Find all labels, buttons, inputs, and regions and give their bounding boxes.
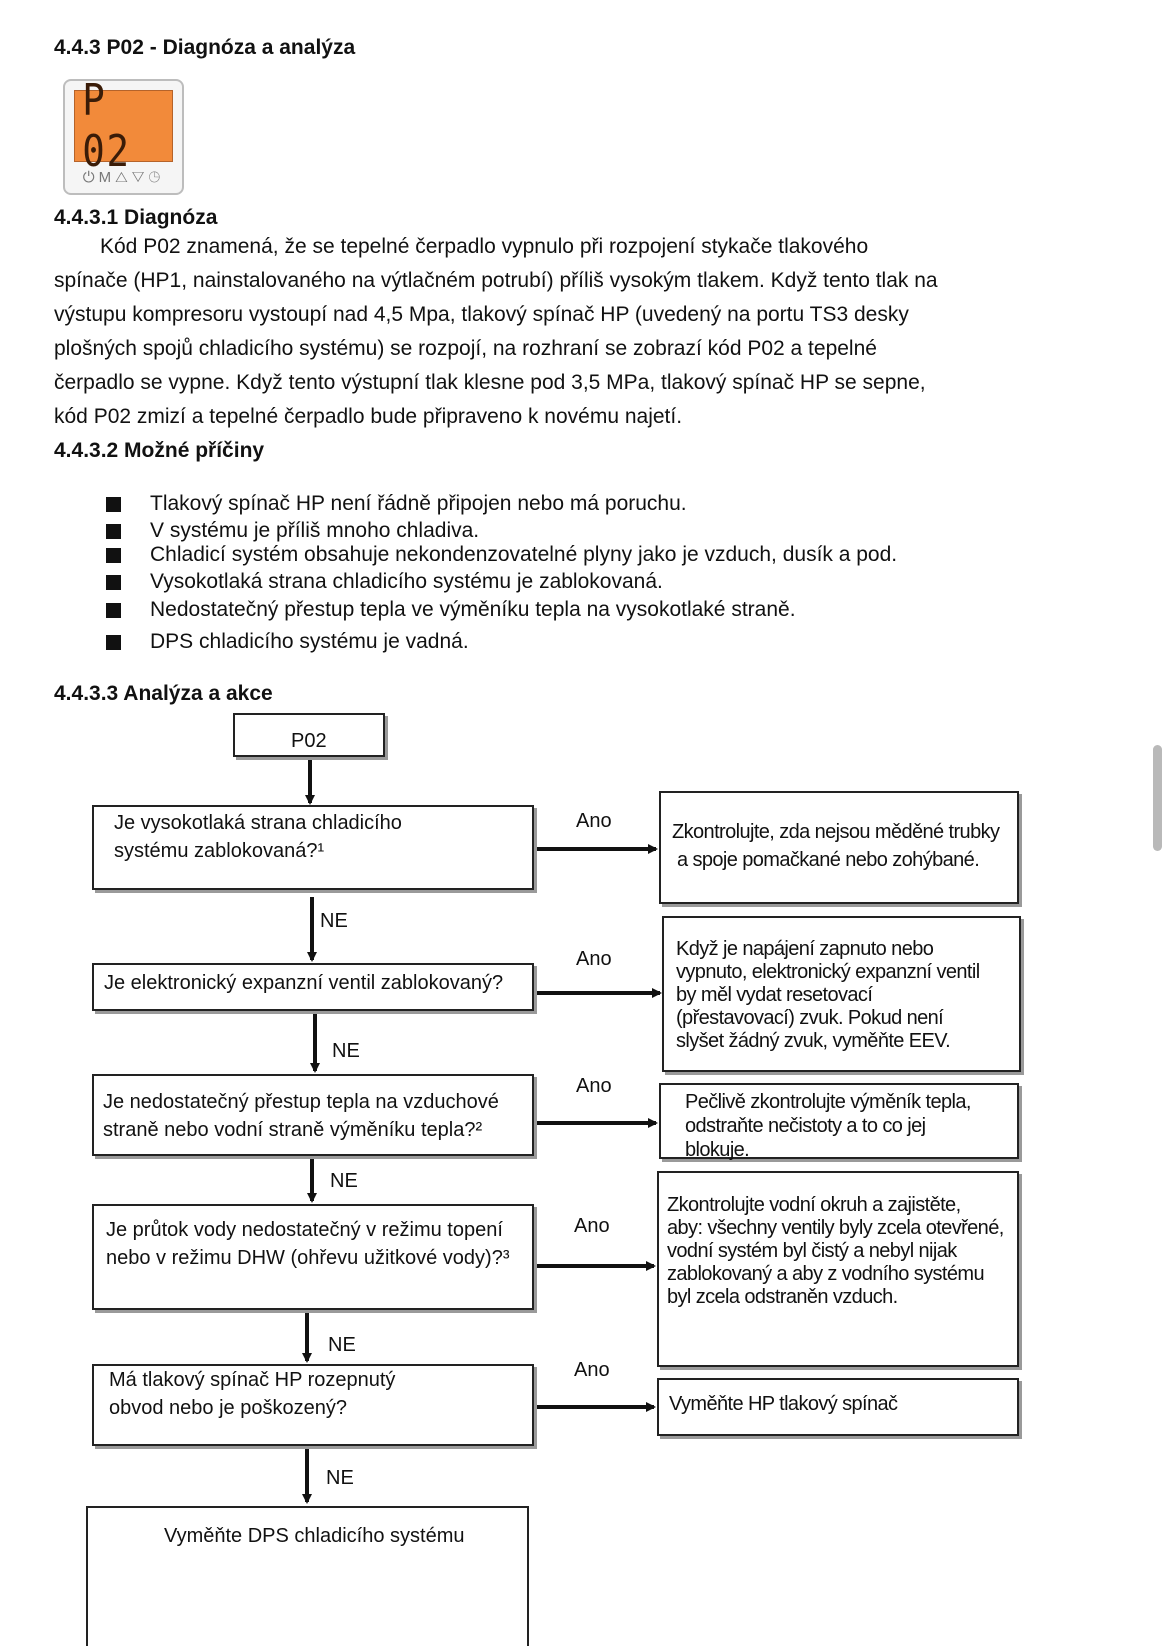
question-box bbox=[92, 1364, 534, 1446]
no-label: NE bbox=[328, 1334, 356, 1356]
action-box bbox=[659, 791, 1019, 904]
bullet-icon bbox=[106, 524, 121, 539]
flow-start-box bbox=[233, 713, 385, 757]
question-text: straně nebo vodní straně výměníku tepla?… bbox=[103, 1119, 483, 1141]
bullet-icon bbox=[106, 575, 121, 590]
question-box bbox=[92, 963, 534, 1011]
causes-title: 4.4.3.2 Možné příčiny bbox=[54, 439, 265, 462]
flow-start-label: P02 bbox=[291, 730, 327, 752]
action-text: blokuje. bbox=[685, 1139, 750, 1161]
action-text: aby: všechny ventily byly zcela otevřené… bbox=[667, 1217, 1004, 1239]
yes-label: Ano bbox=[576, 810, 612, 832]
action-text: Vyměňte HP tlakový spínač bbox=[669, 1393, 898, 1415]
bullet-icon bbox=[106, 635, 121, 650]
diagnosis-line: spínače (HP1, nainstalovaného na výtlačn… bbox=[54, 269, 938, 292]
question-box bbox=[92, 805, 534, 890]
diagnosis-line: výstupu kompresoru vystoupí nad 4,5 Mpa,… bbox=[54, 303, 909, 326]
yes-label: Ano bbox=[576, 1075, 612, 1097]
analysis-title: 4.4.3.3 Analýza a akce bbox=[54, 682, 273, 705]
action-box bbox=[659, 1083, 1019, 1159]
yes-label: Ano bbox=[574, 1359, 610, 1381]
diagnosis-line: kód P02 zmizí a tepelné čerpadlo bude př… bbox=[54, 405, 683, 428]
action-text: Zkontrolujte, zda nejsou měděné trubky bbox=[672, 821, 1000, 843]
action-box bbox=[657, 1171, 1019, 1367]
question-text: systému zablokovaná?¹ bbox=[114, 840, 325, 862]
section-title: 4.4.3 P02 - Diagnóza a analýza bbox=[54, 36, 356, 59]
bullet-icon bbox=[106, 497, 121, 512]
thermostat-display: P 02 ⏻M△▽◷ bbox=[63, 75, 184, 195]
no-label: NE bbox=[330, 1170, 358, 1192]
question-box bbox=[92, 1204, 534, 1310]
action-text: vypnuto, elektronický expanzní ventil bbox=[676, 961, 980, 983]
device-button-icons: ⏻M△▽◷ bbox=[82, 169, 165, 186]
action-text: a spoje pomačkané nebo zohýbané. bbox=[677, 849, 980, 871]
question-text: obvod nebo je poškozený? bbox=[109, 1397, 347, 1419]
yes-label: Ano bbox=[576, 948, 612, 970]
error-code-display: P 02 bbox=[82, 75, 131, 177]
action-text: odstraňte nečistoty a to co jej bbox=[685, 1115, 926, 1137]
question-text: Má tlakový spínač HP rozepnutý bbox=[109, 1369, 396, 1391]
diagnosis-line: plošných spojů chladicího systému) se ro… bbox=[54, 337, 877, 360]
final-label: Vyměňte DPS chladicího systému bbox=[164, 1525, 465, 1547]
diagnosis-title: 4.4.3.1 Diagnóza bbox=[54, 206, 218, 229]
device-screen: P 02 bbox=[74, 75, 173, 177]
action-text: byl zcela odstraněn vzduch. bbox=[667, 1286, 898, 1308]
action-box bbox=[657, 1378, 1019, 1436]
question-text: Je vysokotlaká strana chladicího bbox=[114, 812, 402, 834]
no-label: NE bbox=[320, 910, 348, 932]
action-text: by měl vydat resetovací bbox=[676, 984, 873, 1006]
no-label: NE bbox=[326, 1467, 354, 1489]
question-text: Je průtok vody nedostatečný v režimu top… bbox=[106, 1219, 503, 1241]
question-text: Je elektronický expanzní ventil zablokov… bbox=[104, 972, 504, 994]
question-box bbox=[92, 1074, 534, 1156]
action-text: Pečlivě zkontrolujte výměník tepla, bbox=[685, 1091, 971, 1113]
diagnosis-line: čerpadlo se vypne. Když tento výstupní t… bbox=[54, 371, 926, 394]
bullet-icon bbox=[106, 603, 121, 618]
action-text: (přestavovací) zvuk. Pokud není bbox=[676, 1007, 944, 1029]
bullet-icon bbox=[106, 548, 121, 563]
action-text: Když je napájení zapnuto nebo bbox=[676, 938, 934, 960]
action-box bbox=[662, 916, 1021, 1072]
question-text: nebo v režimu DHW (ohřevu užitkové vody)… bbox=[106, 1247, 510, 1269]
action-text: Zkontrolujte vodní okruh a zajistěte, bbox=[667, 1194, 961, 1216]
action-text: zablokovaný a aby z vodního systému bbox=[667, 1263, 985, 1285]
action-text: slyšet žádný zvuk, vyměňte EEV. bbox=[676, 1030, 951, 1052]
no-label: NE bbox=[332, 1040, 360, 1062]
action-text: vodní systém byl čistý a nebyl nijak bbox=[667, 1240, 957, 1262]
yes-label: Ano bbox=[574, 1215, 610, 1237]
question-text: Je nedostatečný přestup tepla na vzducho… bbox=[103, 1091, 499, 1113]
vertical-scrollbar[interactable] bbox=[1153, 745, 1162, 851]
diagnosis-line: Kód P02 znamená, že se tepelné čerpadlo … bbox=[100, 235, 869, 258]
